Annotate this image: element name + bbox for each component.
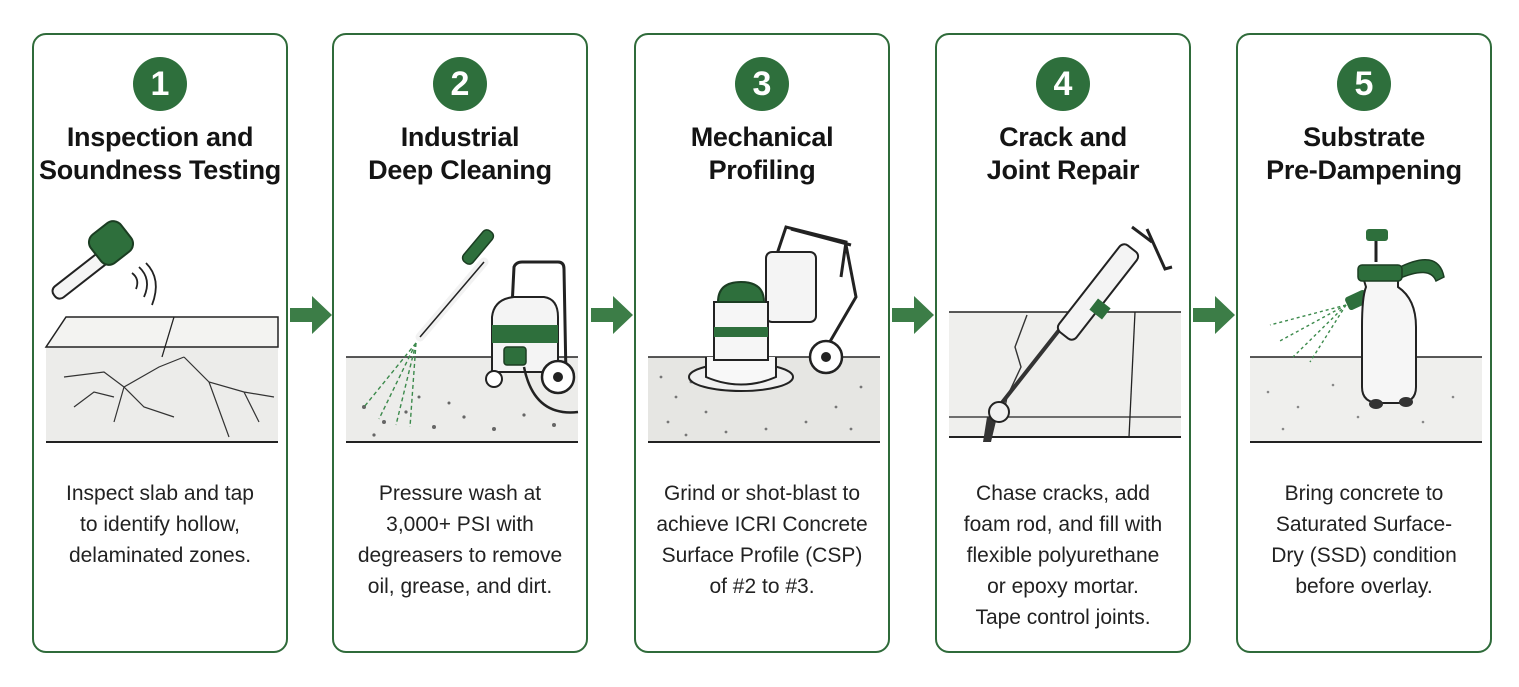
- step-title-line: Inspection and: [66, 122, 254, 152]
- description-line: Grind or shot-blast to: [663, 482, 861, 505]
- step-description: Grind or shot-blast to achieve ICRI Conc…: [644, 478, 880, 602]
- step-title-line: Deep Cleaning: [368, 155, 552, 185]
- step-number-badge: 1: [133, 57, 187, 111]
- description-line: Pressure wash at: [378, 482, 542, 505]
- step-card-2: 2 Industrial Deep Cleaning Pressure wash…: [332, 33, 588, 653]
- description-line: Saturated Surface-: [1275, 513, 1453, 536]
- step-title-line: Substrate: [1303, 122, 1425, 152]
- step-title: Substrate Pre-Dampening: [1242, 121, 1486, 187]
- description-line: foam rod, and fill with: [963, 513, 1163, 536]
- step-description: Pressure wash at 3,000+ PSI with degreas…: [342, 478, 578, 602]
- description-line: Surface Profile (CSP): [661, 544, 863, 567]
- floor-grinder-icon: [648, 225, 880, 443]
- arrow-right-icon: [591, 296, 633, 334]
- caulk-gun-filling-crack-icon: [949, 225, 1181, 442]
- step-number-badge: 3: [735, 57, 789, 111]
- step-card-5: 5 Substrate Pre-Dampening Bring concrete…: [1236, 33, 1492, 653]
- step-number-badge: 2: [433, 57, 487, 111]
- pump-sprayer-icon: [1250, 229, 1482, 443]
- description-line: of #2 to #3.: [709, 575, 815, 598]
- description-line: degreasers to remove: [357, 544, 563, 567]
- description-line: before overlay.: [1295, 575, 1433, 598]
- step-title-line: Soundness Testing: [39, 155, 281, 185]
- step-title-line: Pre-Dampening: [1266, 155, 1462, 185]
- description-line: delaminated zones.: [68, 544, 252, 567]
- step-card-3: 3 Mechanical Profiling Grind or shot-bla…: [634, 33, 890, 653]
- step-number-badge: 4: [1036, 57, 1090, 111]
- step-card-4: 4 Crack and Joint Repair Chase cracks, a…: [935, 33, 1191, 653]
- step-title: Crack and Joint Repair: [941, 121, 1185, 187]
- step-title-line: Joint Repair: [986, 155, 1140, 185]
- arrow-right-icon: [1193, 296, 1235, 334]
- description-line: 3,000+ PSI with: [386, 513, 534, 536]
- description-line: oil, grease, and dirt.: [367, 575, 553, 598]
- step-description: Bring concrete to Saturated Surface- Dry…: [1246, 478, 1482, 602]
- step-description: Inspect slab and tap to identify hollow,…: [42, 478, 278, 571]
- description-line: flexible polyurethane: [966, 544, 1160, 567]
- step-title-line: Mechanical: [690, 122, 834, 152]
- description-line: Dry (SSD) condition: [1271, 544, 1457, 567]
- step-card-1: 1 Inspection and Soundness Testing Inspe…: [32, 33, 288, 653]
- step-title-line: Profiling: [708, 155, 816, 185]
- step-title: Industrial Deep Cleaning: [338, 121, 582, 187]
- step-title: Mechanical Profiling: [640, 121, 884, 187]
- description-line: Tape control joints.: [975, 606, 1151, 629]
- step-description: Chase cracks, add foam rod, and fill wit…: [945, 478, 1181, 633]
- description-line: to identify hollow,: [80, 513, 240, 536]
- step-title: Inspection and Soundness Testing: [38, 121, 282, 187]
- description-line: Inspect slab and tap: [66, 482, 254, 505]
- step-title-line: Crack and: [999, 122, 1127, 152]
- description-line: Chase cracks, add: [976, 482, 1150, 505]
- pressure-washer-icon: [346, 229, 579, 443]
- description-line: or epoxy mortar.: [987, 575, 1139, 598]
- description-line: Bring concrete to: [1284, 482, 1444, 505]
- step-number-badge: 5: [1337, 57, 1391, 111]
- arrow-right-icon: [892, 296, 934, 334]
- step-title-line: Industrial: [400, 122, 520, 152]
- hammer-tapping-cracked-slab-icon: [44, 220, 279, 443]
- arrow-right-icon: [290, 296, 332, 334]
- description-line: achieve ICRI Concrete: [656, 513, 868, 536]
